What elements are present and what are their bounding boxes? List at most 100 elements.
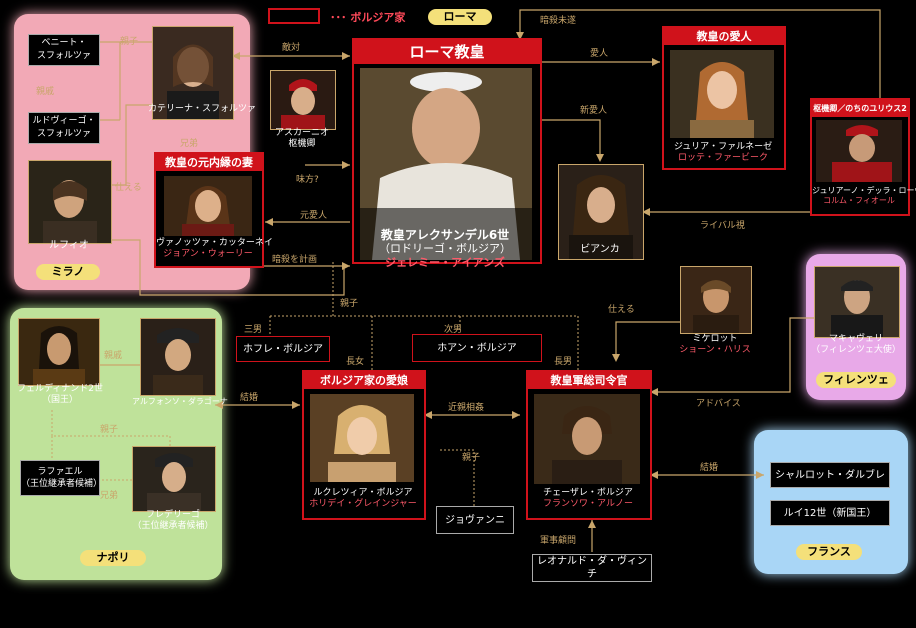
juan-name: ホアン・ボルジア [437, 342, 517, 354]
rel-label: 結婚 [700, 463, 719, 473]
rel-label: 新愛人 [580, 106, 608, 116]
rel-label: 親戚 [104, 351, 123, 361]
federigo-title: （王位継承者候補） [132, 521, 214, 531]
legend-borgia-label: ･･･ ボルジア家 [330, 11, 406, 24]
charlotte-name: シャルロット・ダルブレ [775, 469, 885, 481]
rel-label: 次男 [444, 325, 463, 335]
benito-name: ベニート・ スフォルツァ [36, 38, 91, 61]
vannozza-header: 教皇の元内縁の妻 [156, 154, 262, 171]
ascanio-title: 枢機卿 [288, 139, 316, 149]
pope-card: ローマ教皇 教皇アレクサンデル6世 （ロドリーゴ・ボルジア） ジェレミー・アイア… [352, 38, 542, 269]
michelotto-caption: ミケロット ショーン・ハリス [670, 334, 760, 356]
ferdinand-title: （国王） [41, 395, 78, 405]
louis-name: ルイ12世（新国王） [783, 507, 877, 519]
rovere-caption: ジュリアーノ・デッラ・ローヴェレ コルム・フィオール [812, 186, 916, 206]
federigo-caption: フレデリーゴ （王位継承者候補） [128, 510, 218, 532]
cesare-name: チェーザレ・ボルジア [543, 488, 633, 498]
lucrezia-name: ルクレツィア・ボルジア [313, 488, 413, 498]
ascanio-portrait [270, 70, 336, 130]
vannozza-portrait [164, 176, 252, 236]
federigo-portrait [132, 446, 216, 512]
ferdinand-name: フェルディナンド2世 [16, 384, 104, 394]
mistress-actor: ロッテ・ファービーク [677, 153, 768, 163]
federigo-name: フレデリーゴ [145, 510, 200, 520]
raffaele-box: ラファエル （王位継承者候補） [20, 460, 103, 496]
rovere-name: ジュリアーノ・デッラ・ローヴェレ [812, 186, 916, 195]
rel-label: 仕える [115, 183, 142, 193]
rel-label: 長男 [554, 357, 573, 367]
rel-label: 親戚 [36, 87, 55, 97]
ludovico-box: ルドヴィーゴ・ スフォルツァ [28, 112, 100, 144]
rufio-portrait [28, 160, 112, 244]
rel-label: 仕える [608, 305, 635, 315]
rel-label: アドバイス [696, 399, 741, 409]
milan-badge: ミラノ [36, 264, 100, 280]
cesare-portrait [534, 394, 640, 484]
rel-label: 親子 [120, 37, 139, 47]
caterina-caption: カテリーナ・スフォルツァ [148, 104, 257, 114]
mistress-name: ジュリア・ファルネーゼ [673, 142, 773, 152]
legend-red-box [268, 8, 320, 24]
jofre-name: ホフレ・ボルジア [243, 343, 323, 355]
lucrezia-actor: ホリデイ・グレインジャー [309, 499, 417, 509]
raffaele-name: ラファエル [37, 467, 83, 477]
rel-label: 親子 [100, 425, 119, 435]
pope-name1: 教皇アレクサンデル6世 [380, 228, 510, 242]
legend-roma-badge: ローマ [428, 9, 492, 25]
lucrezia-card: ボルジア家の愛娘 ルクレツィア・ボルジア ホリデイ・グレインジャー [302, 370, 426, 520]
mistress-portrait [670, 50, 774, 138]
charlotte-box: シャルロット・ダルブレ [770, 462, 890, 488]
leonardo-box: レオナルド・ダ・ヴィンチ [532, 554, 652, 582]
rovere-card: 枢機卿／のちのユリウス2世 ジュリアーノ・デッラ・ローヴェレ コルム・フィオール [810, 98, 916, 216]
machiavelli-caption: マキャヴェリ （フィレンツェ大使） [810, 334, 902, 356]
ferdinand-portrait [18, 318, 100, 386]
giovanni-name: ジョヴァンニ [445, 514, 505, 526]
cesare-caption: チェーザレ・ボルジア フランソワ・アルノー [528, 488, 648, 510]
rel-label: 暗殺を計画 [272, 255, 318, 265]
michelotto-name: ミケロット [692, 334, 738, 344]
cesare-card: 教皇軍総司令官 チェーザレ・ボルジア フランソワ・アルノー [526, 370, 652, 520]
jofre-box: ホフレ・ボルジア [236, 336, 330, 362]
rovere-portrait [816, 120, 902, 182]
pope-name2: （ロドリーゴ・ボルジア） [379, 242, 511, 255]
vannozza-name: ヴァノッツァ・カッターネイ [156, 238, 273, 248]
alfonso-caption: アルフォンソ・ダラゴーナ [132, 397, 228, 406]
pope-caption: 教皇アレクサンデル6世 （ロドリーゴ・ボルジア） ジェレミー・アイアンズ [354, 228, 536, 270]
lucrezia-header: ボルジア家の愛娘 [304, 372, 424, 389]
ludovico-name: ルドヴィーゴ・ スフォルツァ [32, 116, 96, 139]
raffaele-title: （王位継承者候補） [21, 479, 103, 489]
cesare-header: 教皇軍総司令官 [528, 372, 650, 389]
pope-portrait [360, 68, 532, 260]
bianca-caption: ビアンカ [580, 244, 620, 255]
ascanio-name: アスカーニオ [274, 128, 329, 138]
rel-label: 親子 [462, 453, 481, 463]
france-badge: フランス [796, 544, 862, 560]
rel-label: 味方? [296, 175, 319, 185]
naples-badge: ナポリ [80, 550, 146, 566]
giovanni-box: ジョヴァンニ [436, 506, 514, 534]
louis-box: ルイ12世（新国王） [770, 500, 890, 526]
machiavelli-portrait [814, 266, 900, 338]
florence-badge: フィレンツェ [816, 372, 896, 388]
vannozza-actor: ジョアン・ウォーリー [163, 249, 253, 259]
mistress-header: 教皇の愛人 [664, 28, 784, 45]
machiavelli-title: （フィレンツェ大使） [811, 345, 901, 355]
michelotto-portrait [680, 266, 752, 334]
benito-box: ベニート・ スフォルツァ [28, 34, 100, 66]
rel-label: ライバル視 [700, 221, 745, 231]
bianca-portrait [558, 164, 644, 260]
rovere-header: 枢機卿／のちのユリウス2世 [812, 100, 908, 130]
rufio-caption: ルフィオ [49, 240, 89, 251]
alfonso-portrait [140, 318, 216, 396]
machiavelli-name: マキャヴェリ [828, 334, 883, 344]
ascanio-caption: アスカーニオ 枢機卿 [266, 128, 338, 150]
rel-label: 近親相姦 [448, 403, 485, 413]
mistress-card: 教皇の愛人 ジュリア・ファルネーゼ ロッテ・ファービーク [662, 26, 786, 170]
pope-header: ローマ教皇 [354, 40, 540, 64]
rel-label: 親子 [340, 299, 359, 309]
pope-actor: ジェレミー・アイアンズ [385, 256, 505, 269]
rel-label: 元愛人 [300, 211, 328, 221]
ferdinand-caption: フェルディナンド2世 （国王） [14, 384, 106, 406]
lucrezia-portrait [310, 394, 414, 482]
rovere-actor: コルム・フィオール [823, 196, 895, 205]
